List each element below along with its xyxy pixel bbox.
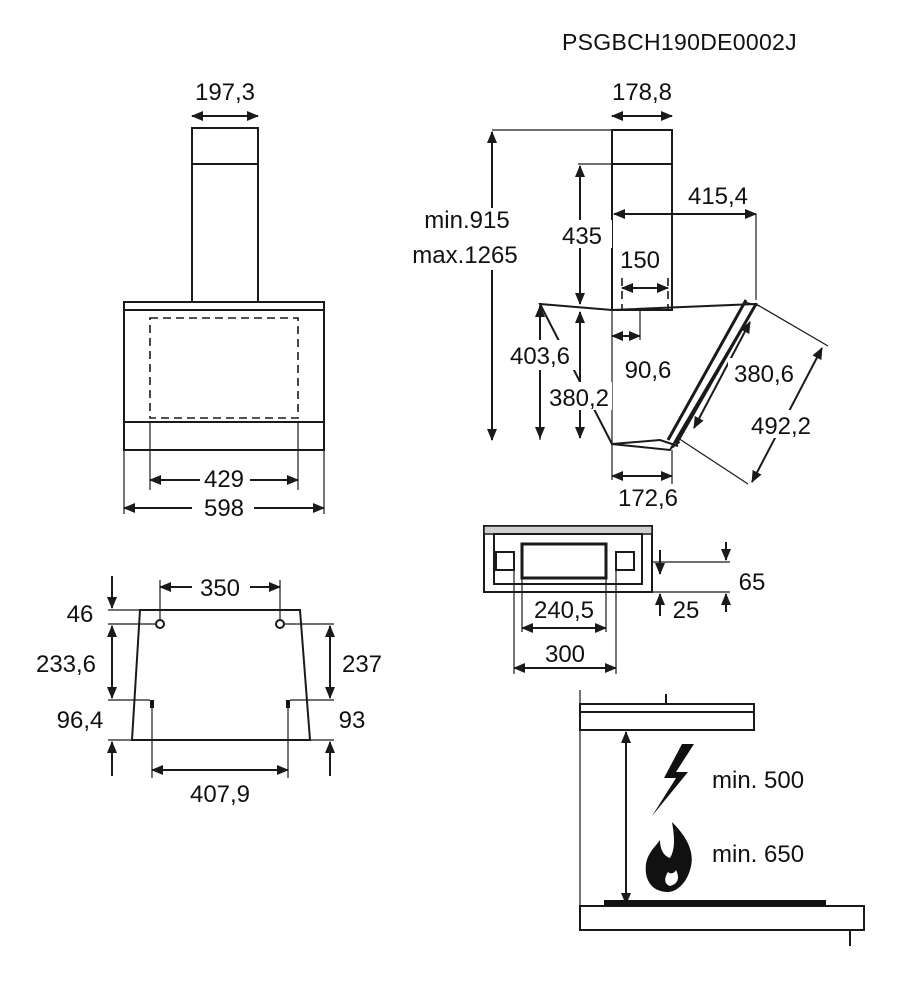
side-height-max: max.1265 xyxy=(412,242,517,269)
top-height-65: 65 xyxy=(739,569,766,596)
mounting-view: 350 46 233,6 237 96,4 93 407,9 xyxy=(36,572,382,808)
top-view: 65 25 240,5 300 xyxy=(483,525,766,674)
side-chimney-depth: 178,8 xyxy=(612,79,672,106)
mount-left-height: 233,6 xyxy=(36,651,96,678)
side-height-min: min.915 xyxy=(424,207,509,234)
mount-bottom-left-offset: 96,4 xyxy=(57,707,104,734)
lightning-icon xyxy=(652,744,694,816)
side-glass-depth: 380,6 xyxy=(734,361,794,388)
top-outlet-width: 240,5 xyxy=(534,597,594,624)
clearance-gas: min. 650 xyxy=(712,841,804,868)
mount-right-height: 237 xyxy=(342,651,382,678)
front-chimney-width: 197,3 xyxy=(195,79,255,106)
side-glass-length: 492,2 xyxy=(751,413,811,440)
product-code: PSGBCH190DE0002J xyxy=(562,29,797,55)
side-outlet-offset: 150 xyxy=(620,247,660,274)
side-projection: 415,4 xyxy=(688,183,748,210)
mount-top-offset: 46 xyxy=(67,601,94,628)
side-body-height-b: 380,2 xyxy=(549,385,609,412)
mount-bottom-right-offset: 93 xyxy=(339,707,366,734)
clearance-electric: min. 500 xyxy=(712,767,804,794)
top-bracket-width: 300 xyxy=(545,641,585,668)
front-inner-width: 429 xyxy=(204,466,244,493)
side-view: 178,8 min.915 max.1265 435 415,4 150 xyxy=(410,79,829,512)
top-height-25: 25 xyxy=(673,597,700,624)
front-total-width: 598 xyxy=(204,495,244,522)
mount-bottom-spacing: 407,9 xyxy=(190,781,250,808)
side-chimney-height: 435 xyxy=(562,223,602,250)
side-body-height-a: 403,6 xyxy=(510,343,570,370)
side-base-depth: 172,6 xyxy=(618,485,678,512)
flame-icon xyxy=(645,822,692,892)
front-view: 197,3 429 598 xyxy=(123,79,325,522)
mount-top-spacing: 350 xyxy=(200,575,240,602)
clearance-view: min. 500 min. 650 xyxy=(579,690,865,946)
side-outlet-depth: 90,6 xyxy=(625,357,672,384)
